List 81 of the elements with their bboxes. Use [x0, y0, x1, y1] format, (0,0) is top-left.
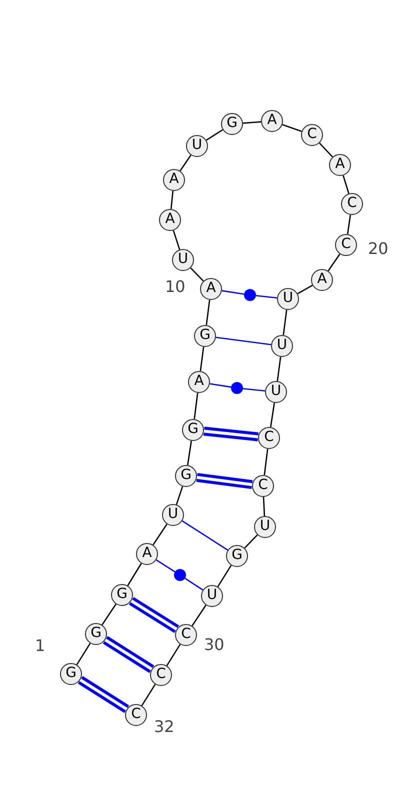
- position-number: 20: [368, 240, 388, 258]
- nucleotide-circle: U: [265, 381, 287, 403]
- backbone-line: [176, 486, 184, 505]
- backbone-line: [346, 214, 352, 234]
- backbone-line: [180, 154, 192, 172]
- nucleotide-circle: U: [172, 249, 194, 271]
- backbone-line: [319, 142, 333, 158]
- nucleotide-circle: U: [201, 585, 223, 607]
- nucleotide-circle: A: [311, 269, 333, 291]
- base-pair-line: [77, 676, 130, 714]
- nucleotide-circle: A: [136, 543, 158, 565]
- position-number: 32: [154, 718, 174, 736]
- base-pair-line: [202, 426, 260, 442]
- backbone-line: [244, 534, 258, 549]
- nucleotide-circle: C: [258, 427, 280, 449]
- backbone-line: [276, 356, 282, 382]
- nucleotide-circle: C: [341, 193, 363, 215]
- nucleotide-circle: A: [329, 154, 351, 176]
- base-pair-line: [216, 336, 272, 346]
- backbone-line: [270, 402, 275, 428]
- nucleotide-circle: C: [150, 664, 172, 686]
- backbone-line: [206, 129, 224, 141]
- backbone-line: [200, 346, 204, 372]
- nucleotide-circle: G: [194, 325, 216, 347]
- backbone-line: [264, 448, 268, 476]
- backbone-line: [342, 175, 350, 194]
- backbone-line: [190, 267, 204, 282]
- nucleotide-circle: G: [60, 663, 82, 685]
- backbone-line: [242, 121, 262, 124]
- nucleotide-circle: C: [252, 475, 274, 497]
- backbone-line: [217, 564, 232, 588]
- backbone-line: [141, 684, 156, 706]
- backbone-line: [282, 124, 302, 132]
- backbone-line: [170, 190, 174, 210]
- backbone-line: [282, 310, 288, 336]
- backbone-line: [152, 524, 168, 546]
- nucleotide-circle: U: [254, 516, 276, 538]
- nucleotide-circle: G: [85, 623, 107, 645]
- backbone-line: [127, 563, 142, 586]
- backbone-line: [187, 440, 192, 466]
- nucleotide-circle: C: [125, 704, 147, 726]
- backbone-line: [76, 642, 91, 666]
- base-pair-line: [195, 472, 254, 490]
- position-number: 1: [35, 637, 46, 655]
- nucleotide-circle: A: [188, 371, 210, 393]
- nucleotide-circle: U: [186, 135, 208, 157]
- nucleotide-circle: A: [163, 169, 185, 191]
- base-pair-line: [256, 294, 278, 298]
- backbone-line: [166, 644, 181, 666]
- backbone-line: [192, 604, 206, 626]
- nucleotide-circle: G: [221, 113, 243, 135]
- nucleotide-circle: G: [175, 465, 197, 487]
- backbone-line: [172, 230, 180, 250]
- base-pair-line: [222, 290, 244, 295]
- backbone-line: [262, 496, 266, 516]
- base-pair-line: [102, 636, 155, 674]
- nucleotide-circle: C: [301, 124, 323, 146]
- position-number: 10: [165, 278, 186, 296]
- backbone-line: [328, 254, 340, 272]
- nucleotide-circle: C: [335, 234, 357, 256]
- nucleotide-circle: U: [271, 335, 293, 357]
- nucleotide-circle: G: [226, 545, 248, 567]
- nucleotide-circle: U: [277, 288, 299, 310]
- nucleotide-circle: C: [175, 624, 197, 646]
- base-pair-line: [182, 520, 228, 551]
- nucleotide-circle: G: [182, 419, 204, 441]
- base-pair-line: [128, 596, 180, 634]
- base-pair-line: [156, 559, 176, 572]
- base-pair-line: [210, 383, 232, 388]
- nucleotide-circle: G: [111, 584, 133, 606]
- nucleotide-circle: A: [261, 110, 283, 132]
- nucleotide-circle: U: [162, 504, 184, 526]
- backbone-line: [297, 284, 313, 294]
- nucleotide-circle: A: [159, 209, 181, 231]
- backbone-line: [194, 392, 198, 420]
- position-number: 30: [204, 636, 224, 654]
- backbone-line: [206, 300, 210, 326]
- backbone-line: [102, 604, 116, 626]
- base-pair-line: [242, 388, 266, 392]
- nucleotide-circle: A: [200, 278, 222, 300]
- base-pair-line: [184, 578, 204, 590]
